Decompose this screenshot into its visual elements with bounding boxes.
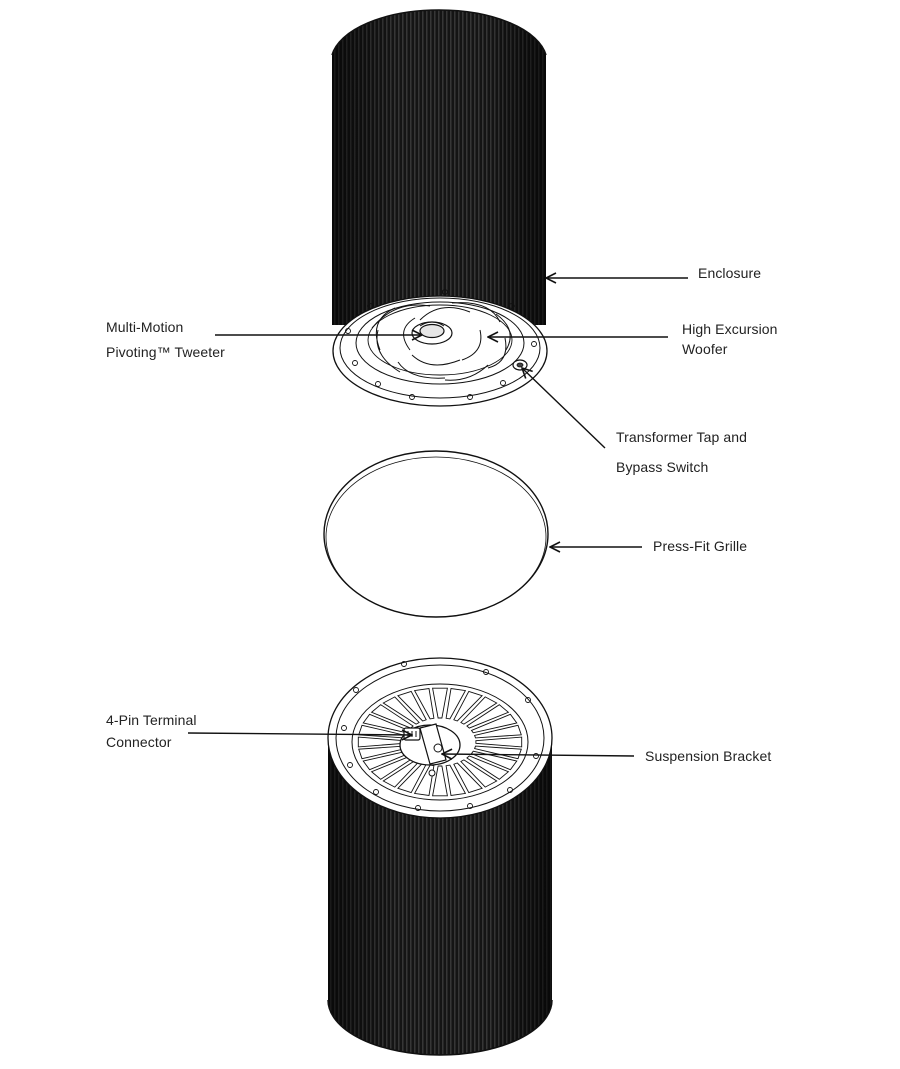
leader-transformer: [522, 368, 606, 449]
heat-sink-fin: [453, 690, 483, 722]
enclosure-top: [331, 9, 547, 326]
leader-terminal: [187, 733, 412, 735]
heat-sink-fin: [460, 759, 498, 788]
label-tweeter-line1: Multi-Motion: [106, 319, 184, 335]
heat-sink-fin: [432, 687, 448, 719]
label-tweeter-line2: Pivoting™ Tweeter: [106, 344, 225, 360]
heat-sink-fin: [470, 750, 518, 771]
label-terminal-line2: Connector: [106, 734, 172, 750]
mounting-holes-bottom: [341, 661, 539, 811]
tweeter: [411, 321, 453, 345]
heat-sink-fin: [460, 696, 498, 725]
leader-lines: [187, 278, 688, 756]
heat-sink-fin: [470, 713, 518, 734]
label-woofer-line1: High Excursion: [682, 321, 778, 337]
heat-sink-fin: [466, 755, 510, 780]
mounting-holes-top: [345, 289, 537, 400]
heat-sink-fin: [382, 696, 420, 725]
heat-sink-fin: [475, 736, 523, 748]
heat-sink-fin: [445, 764, 467, 797]
heat-sink-fin: [432, 765, 448, 797]
label-enclosure: Enclosure: [698, 265, 762, 281]
heat-sink-fin: [370, 704, 414, 729]
transformer-switch: [512, 359, 528, 371]
label-bracket: Suspension Bracket: [645, 748, 772, 764]
heat-sink-fin: [474, 724, 522, 739]
leader-bracket: [442, 754, 635, 756]
terminal-connector: [403, 727, 421, 741]
label-terminal-line1: 4-Pin Terminal: [106, 712, 197, 728]
heat-sink-fin: [445, 687, 467, 720]
heat-sink-fin: [413, 687, 435, 720]
heat-sink-fin: [453, 762, 483, 794]
label-transformer-line2: Bypass Switch: [616, 459, 709, 475]
label-woofer-line2: Woofer: [682, 341, 728, 357]
press-fit-grille: [323, 450, 549, 618]
heat-sink-fin: [474, 745, 522, 760]
enclosure-bottom: [327, 745, 553, 1056]
label-transformer-line1: Transformer Tap and: [616, 429, 748, 445]
heat-sink-fin: [466, 704, 510, 729]
label-grille: Press-Fit Grille: [653, 538, 748, 554]
woofer-cone-vanes: [371, 302, 511, 381]
heat-sink-fin: [397, 690, 427, 722]
